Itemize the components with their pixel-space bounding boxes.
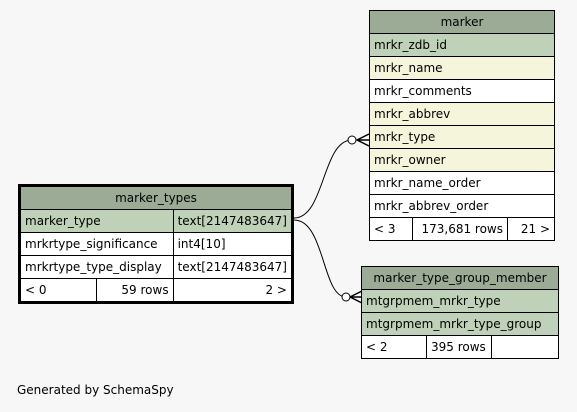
marker-table[interactable]: marker mrkr_zdb_id mrkr_name mrkr_commen… [369, 10, 555, 241]
column-row[interactable]: mrkr_owner [369, 148, 555, 172]
generated-by-label: Generated by SchemaSpy [17, 383, 174, 397]
crowfoot-icon [356, 133, 370, 147]
row-count: 59 rows [96, 278, 174, 303]
children-count[interactable]: < 0 [18, 278, 98, 303]
children-count[interactable]: < 3 [369, 217, 413, 241]
column-row[interactable]: mrkr_abbrev [369, 102, 555, 126]
column-row[interactable]: mtgrpmem_mrkr_type [361, 289, 559, 313]
relationship-edge-group-member [293, 219, 358, 298]
optional-circle-icon [347, 135, 357, 145]
parents-count [491, 335, 559, 359]
crowfoot-icon [349, 290, 363, 304]
column-row[interactable]: mrkr_name [369, 56, 555, 80]
optional-circle-icon [341, 292, 351, 302]
parents-count[interactable]: 2 > [172, 278, 294, 303]
relationship-edge-marker [293, 139, 365, 219]
column-row[interactable]: mrkr_comments [369, 79, 555, 103]
column-type: text[2147483647] [172, 209, 294, 233]
column-row[interactable]: mrkr_zdb_id [369, 33, 555, 57]
table-title[interactable]: marker_types [19, 185, 293, 210]
column-type: int4[10] [172, 232, 294, 256]
column-name[interactable]: mrkrtype_type_display [19, 255, 174, 279]
column-row[interactable]: mrkr_name_order [369, 171, 555, 195]
parents-count[interactable]: 21 > [507, 217, 555, 241]
column-name[interactable]: marker_type [19, 209, 174, 233]
column-name[interactable]: mrkrtype_significance [19, 232, 174, 256]
column-type: text[2147483647] [172, 255, 294, 279]
row-count: 395 rows [426, 335, 492, 359]
column-row[interactable]: mrkr_abbrev_order [369, 194, 555, 218]
marker-type-group-member-table[interactable]: marker_type_group_member mtgrpmem_mrkr_t… [361, 266, 559, 359]
column-row[interactable]: mrkr_type [369, 125, 555, 149]
row-count: 173,681 rows [412, 217, 508, 241]
marker-types-table[interactable]: marker_types marker_type text[2147483647… [18, 184, 294, 304]
